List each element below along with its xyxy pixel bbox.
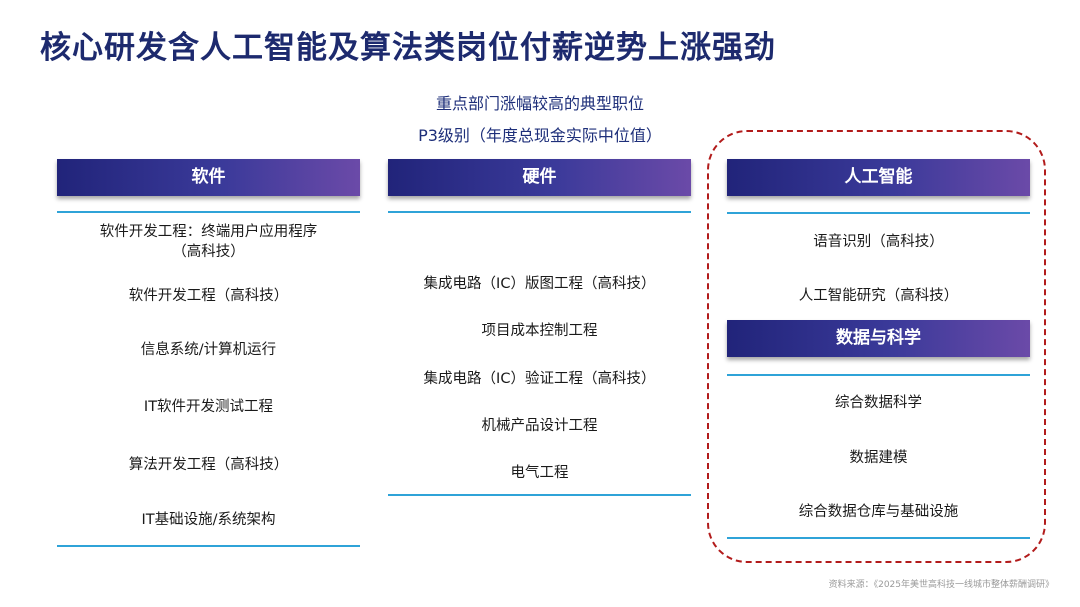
ai-item: 语音识别（高科技） (813, 234, 944, 250)
software-item: 信息系统/计算机运行 (140, 342, 277, 358)
software-item: 算法开发工程（高科技） (128, 457, 289, 473)
data-science-item: 数据建模 (849, 450, 908, 466)
software-item: 软件开发工程：终端用户应用程序 （高科技） (99, 224, 318, 260)
source-note: 资料来源：《2025年美世高科技一线城市整体薪酬调研》 (828, 580, 1054, 590)
ai-item: 人工智能研究（高科技） (798, 288, 959, 304)
software-item: IT基础设施/系统架构 (141, 512, 276, 528)
data-science-item: 综合数据仓库与基础设施 (798, 504, 959, 520)
ai-header: 人工智能 (727, 159, 1030, 196)
software-item: IT软件开发测试工程 (143, 399, 274, 415)
hardware-item: 集成电路（IC）版图工程（高科技） (423, 276, 656, 292)
subtitle-line1: 重点部门涨幅较高的典型职位 (435, 94, 644, 113)
hardware-header: 硬件 (388, 159, 691, 196)
subtitle-line2: P3级别（年度总现金实际中位值） (418, 126, 662, 145)
hardware-top-rule (388, 211, 691, 213)
hardware-item: 电气工程 (510, 465, 569, 481)
hardware-item: 项目成本控制工程 (481, 323, 598, 339)
data-science-header: 数据与科学 (727, 320, 1030, 357)
data-science-column: 数据与科学 综合数据科学 数据建模 综合数据仓库与基础设施 (727, 320, 1030, 545)
hardware-bottom-rule (388, 494, 691, 496)
hardware-item: 集成电路（IC）验证工程（高科技） (423, 371, 656, 387)
software-top-rule (57, 211, 360, 213)
highlight-dashed-border (707, 130, 1046, 563)
software-item: 软件开发工程（高科技） (128, 288, 289, 304)
hardware-column: 硬件 集成电路（IC）版图工程（高科技） 项目成本控制工程 集成电路（IC）验证… (388, 159, 691, 499)
page-title: 核心研发含人工智能及算法类岗位付薪逆势上涨强劲 (40, 30, 776, 66)
software-bottom-rule (57, 545, 360, 547)
ai-column: 人工智能 语音识别（高科技） 人工智能研究（高科技） (727, 159, 1030, 319)
data-science-top-rule (727, 374, 1030, 376)
software-column: 软件 软件开发工程：终端用户应用程序 （高科技） 软件开发工程（高科技） 信息系… (57, 159, 360, 549)
data-science-bottom-rule (727, 537, 1030, 539)
hardware-item: 机械产品设计工程 (481, 418, 598, 434)
ai-top-rule (727, 212, 1030, 214)
software-header: 软件 (57, 159, 360, 196)
data-science-item: 综合数据科学 (835, 395, 922, 411)
